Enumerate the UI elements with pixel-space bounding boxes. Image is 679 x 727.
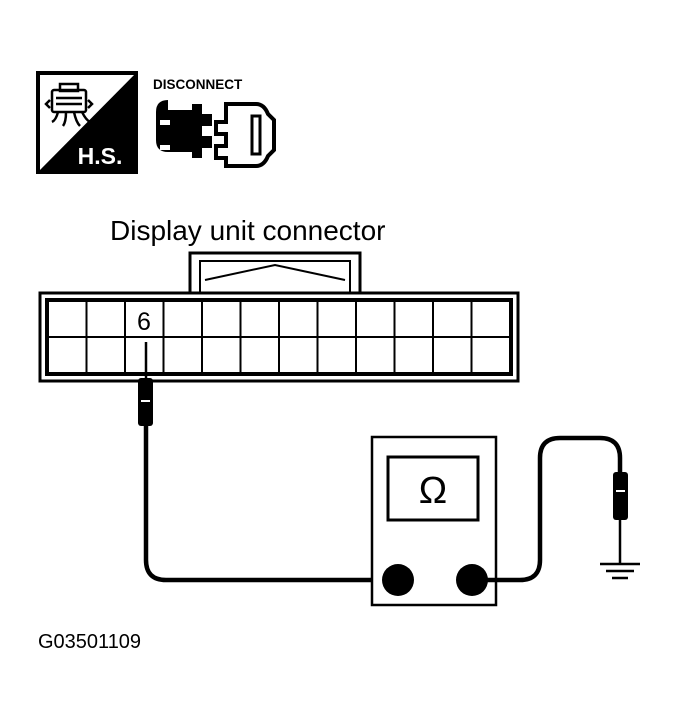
disconnect-icon: DISCONNECT bbox=[153, 77, 276, 168]
hs-label: H.S. bbox=[78, 143, 123, 169]
ground-probe bbox=[613, 472, 628, 546]
terminal-cavity bbox=[470, 336, 511, 374]
meter-jack-left bbox=[382, 564, 414, 596]
lead-wire-connector bbox=[143, 426, 398, 583]
lead-wire-ground bbox=[472, 435, 623, 583]
harness-connector-icon bbox=[44, 82, 94, 127]
figure-code: G03501109 bbox=[38, 631, 141, 653]
connector-title: Display unit connector bbox=[110, 215, 385, 246]
terminal-grid bbox=[47, 300, 511, 374]
terminal-probe bbox=[138, 342, 153, 426]
terminal-6-label: 6 bbox=[137, 308, 151, 336]
ohm-symbol: Ω bbox=[419, 470, 447, 512]
display-unit-connector: 6 bbox=[38, 251, 520, 383]
disconnect-label: DISCONNECT bbox=[153, 77, 243, 92]
ground-icon bbox=[600, 546, 640, 580]
harness-side-icon: H.S. bbox=[36, 71, 138, 174]
